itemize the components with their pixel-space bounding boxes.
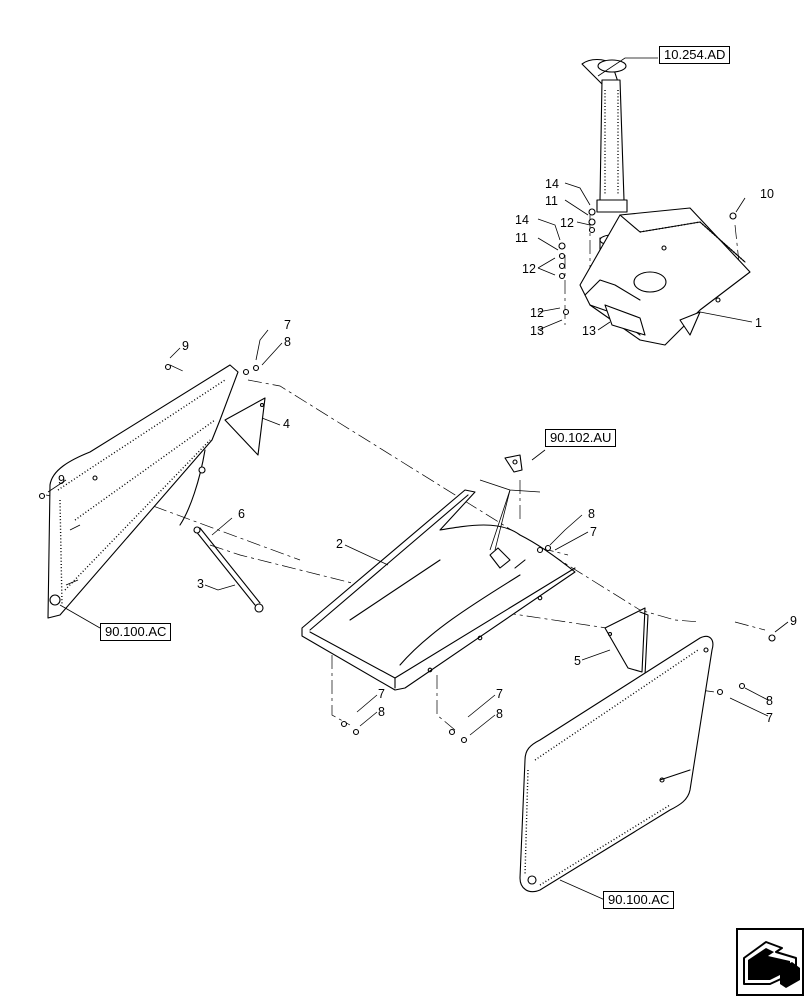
- gas-strut-part-3: [193, 526, 264, 613]
- callout-11a: 11: [545, 194, 558, 208]
- floor-panel-part-2: [301, 479, 576, 691]
- callout-8d: 8: [496, 707, 503, 721]
- reference-box-right-door[interactable]: 90.100.AC: [603, 891, 675, 909]
- cover-hardware: [558, 208, 737, 316]
- engine-cover-part-1: [579, 207, 751, 346]
- callout-labels: 1 2 3 4 5 6 7 8 9 9 8 7 7 8 7 8 9 8 7 10…: [58, 177, 797, 725]
- callout-14a: 14: [545, 177, 559, 191]
- bracket-part-5: [604, 607, 649, 676]
- bracket-part-4: [224, 397, 266, 456]
- callout-8e: 8: [766, 694, 773, 708]
- callout-3: 3: [197, 577, 204, 591]
- callout-7c: 7: [378, 687, 385, 701]
- callout-5: 5: [574, 654, 581, 668]
- callout-13a: 13: [530, 324, 544, 338]
- reference-box-top-right[interactable]: 10.254.AD: [659, 46, 731, 64]
- callout-9b: 9: [58, 473, 65, 487]
- callout-7a: 7: [284, 318, 291, 332]
- callout-12a: 12: [560, 216, 574, 230]
- callout-10: 10: [760, 187, 774, 201]
- callout-8c: 8: [378, 705, 385, 719]
- callout-13b: 13: [582, 324, 596, 338]
- reference-box-center[interactable]: 90.102.AU: [545, 429, 617, 447]
- callout-8a: 8: [284, 335, 291, 349]
- callout-14b: 14: [515, 213, 529, 227]
- reference-box-left-door[interactable]: 90.100.AC: [100, 623, 172, 641]
- callout-12b: 12: [522, 262, 536, 276]
- callout-7b: 7: [590, 525, 597, 539]
- bolts-and-washers: [38, 363, 776, 744]
- callout-9a: 9: [182, 339, 189, 353]
- callout-11b: 11: [515, 231, 528, 245]
- callout-2: 2: [336, 537, 343, 551]
- callout-7e: 7: [766, 711, 773, 725]
- callout-4: 4: [283, 417, 290, 431]
- clip-fastener: [504, 454, 523, 473]
- callout-6: 6: [238, 507, 245, 521]
- callout-9c: 9: [790, 614, 797, 628]
- callout-1: 1: [755, 316, 762, 330]
- right-door-panel: [519, 635, 714, 893]
- callout-8b: 8: [588, 507, 595, 521]
- callout-7d: 7: [496, 687, 503, 701]
- leader-lines: [47, 57, 789, 901]
- next-page-arrow-icon[interactable]: [736, 928, 804, 996]
- left-door-frame: [47, 364, 239, 619]
- callout-12c: 12: [530, 306, 544, 320]
